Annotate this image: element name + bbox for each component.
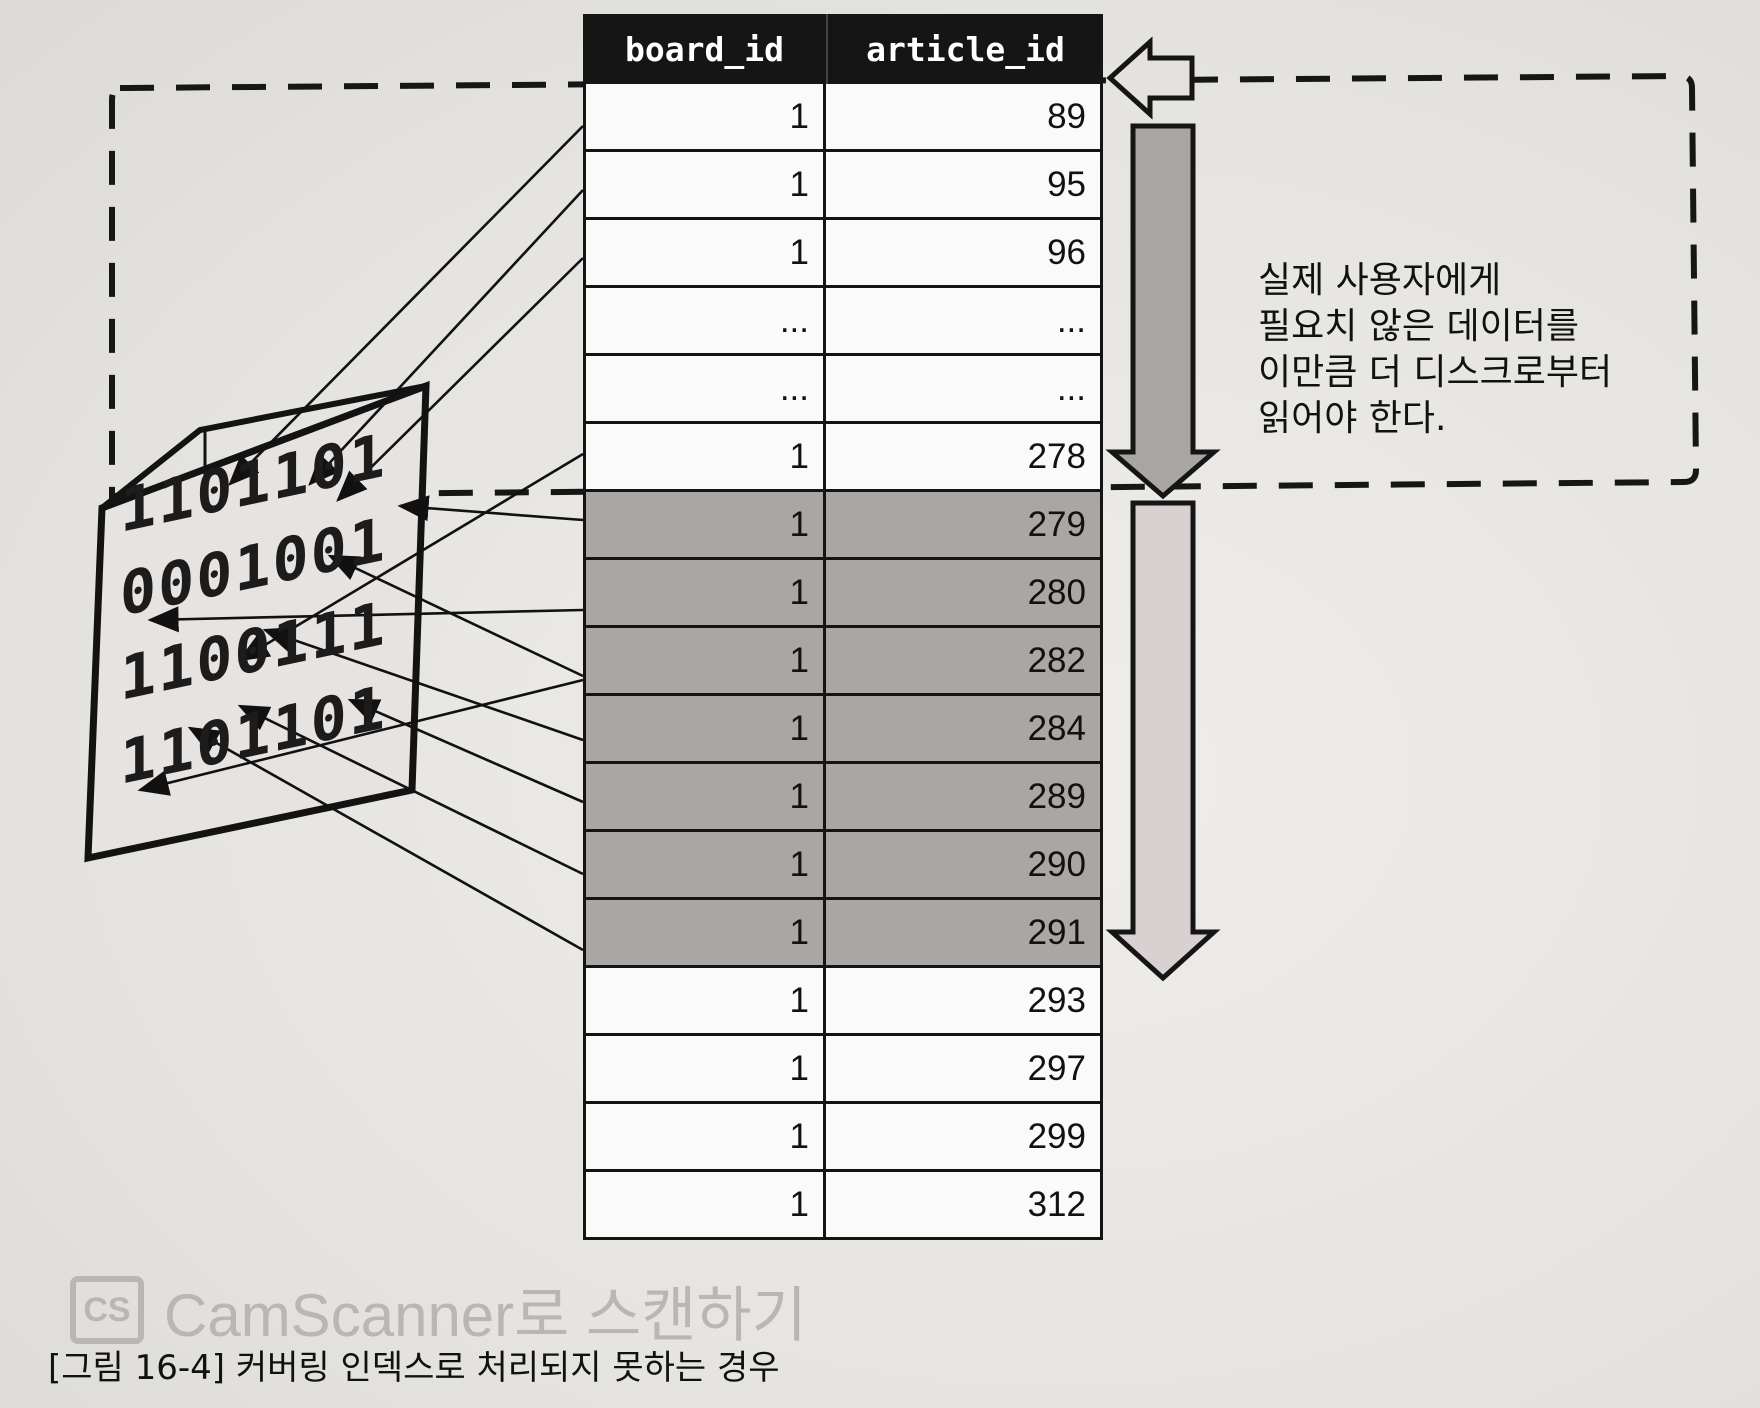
board-id-cell: 1 — [586, 1172, 826, 1237]
index-row: ...... — [583, 356, 1103, 424]
index-row: 1 293 — [583, 968, 1103, 1036]
index-row: 1 290 — [583, 832, 1103, 900]
article-id-cell: 289 — [1027, 776, 1086, 816]
article-id-cell: 290 — [1027, 844, 1086, 884]
extra-scan-arrow — [1105, 123, 1221, 500]
record-pointer-lines — [137, 125, 584, 952]
board-id-cell: 1 — [586, 424, 826, 489]
covering-index-table: board_id article_id 1 89 1 95 1 96...........… — [583, 14, 1103, 1240]
article-id-cell: 284 — [1027, 708, 1086, 748]
article-id-cell: 279 — [1027, 504, 1086, 544]
annotation-text: 실제 사용자에게 필요치 않은 데이터를 이만큼 더 디스크로부터 읽어야 한다… — [1258, 260, 1613, 439]
board-id-cell: 1 — [586, 84, 826, 149]
article-id-cell: 297 — [1027, 1048, 1086, 1088]
article-id-cell: 312 — [1027, 1184, 1086, 1224]
board-id-cell: 1 — [586, 1104, 826, 1169]
article-id-cell: 291 — [1027, 912, 1086, 952]
article-id-cell: 89 — [1047, 96, 1086, 136]
index-header: board_id article_id — [583, 14, 1103, 84]
board-id-cell: 1 — [586, 628, 826, 693]
index-row: ...... — [583, 288, 1103, 356]
article-id-cell: 299 — [1027, 1116, 1086, 1156]
disk-bits: 1101101 0001001 1100111 1101101 — [120, 406, 420, 806]
article-id-cell: 280 — [1027, 572, 1086, 612]
board-id-cell: 1 — [586, 764, 826, 829]
board-id-cell: 1 — [586, 832, 826, 897]
board-id-cell: 1 — [586, 220, 826, 285]
board-id-cell: 1 — [586, 560, 826, 625]
index-row: 1 289 — [583, 764, 1103, 832]
index-row: 1 279 — [583, 492, 1103, 560]
index-row: 1 297 — [583, 1036, 1103, 1104]
article-id-cell: 282 — [1027, 640, 1086, 680]
index-row: 1 95 — [583, 152, 1103, 220]
index-row: 1 96 — [583, 220, 1103, 288]
board-id-cell: ... — [586, 356, 826, 421]
camscanner-logo-icon: CS — [70, 1276, 144, 1344]
result-scan-arrow — [1105, 500, 1221, 982]
board-id-cell: 1 — [586, 968, 826, 1033]
article-id-cell: 293 — [1027, 980, 1086, 1020]
board-id-cell: ... — [586, 288, 826, 353]
start-pointer-arrow — [1106, 36, 1195, 120]
index-row: 1 89 — [583, 84, 1103, 152]
board-id-cell: 1 — [586, 492, 826, 557]
index-row: 1 291 — [583, 900, 1103, 968]
index-row: 1 280 — [583, 560, 1103, 628]
index-row: 1 282 — [583, 628, 1103, 696]
watermark-text: CamScanner로 스캔하기 — [164, 1281, 807, 1349]
camscanner-watermark: CS CamScanner로 스캔하기 — [70, 1270, 807, 1350]
unnecessary-read-region — [109, 72, 1700, 500]
article-id-cell: ... — [1056, 300, 1086, 340]
board-id-cell: 1 — [586, 900, 826, 965]
board-id-cell: 1 — [586, 1036, 826, 1101]
article-id-cell: 96 — [1047, 232, 1086, 272]
index-row: 1 284 — [583, 696, 1103, 764]
index-row: 1 299 — [583, 1104, 1103, 1172]
index-row: 1 312 — [583, 1172, 1103, 1240]
article-id-cell: ... — [1056, 368, 1086, 408]
header-article-id: article_id — [866, 29, 1065, 69]
header-board-id: board_id — [583, 14, 828, 84]
board-id-cell: 1 — [586, 696, 826, 761]
figure-caption: [그림 16-4] 커버링 인덱스로 처리되지 못하는 경우 — [48, 1348, 780, 1388]
article-id-cell: 95 — [1047, 164, 1086, 204]
board-id-cell: 1 — [586, 152, 826, 217]
article-id-cell: 278 — [1027, 436, 1086, 476]
index-row: 1 278 — [583, 424, 1103, 492]
